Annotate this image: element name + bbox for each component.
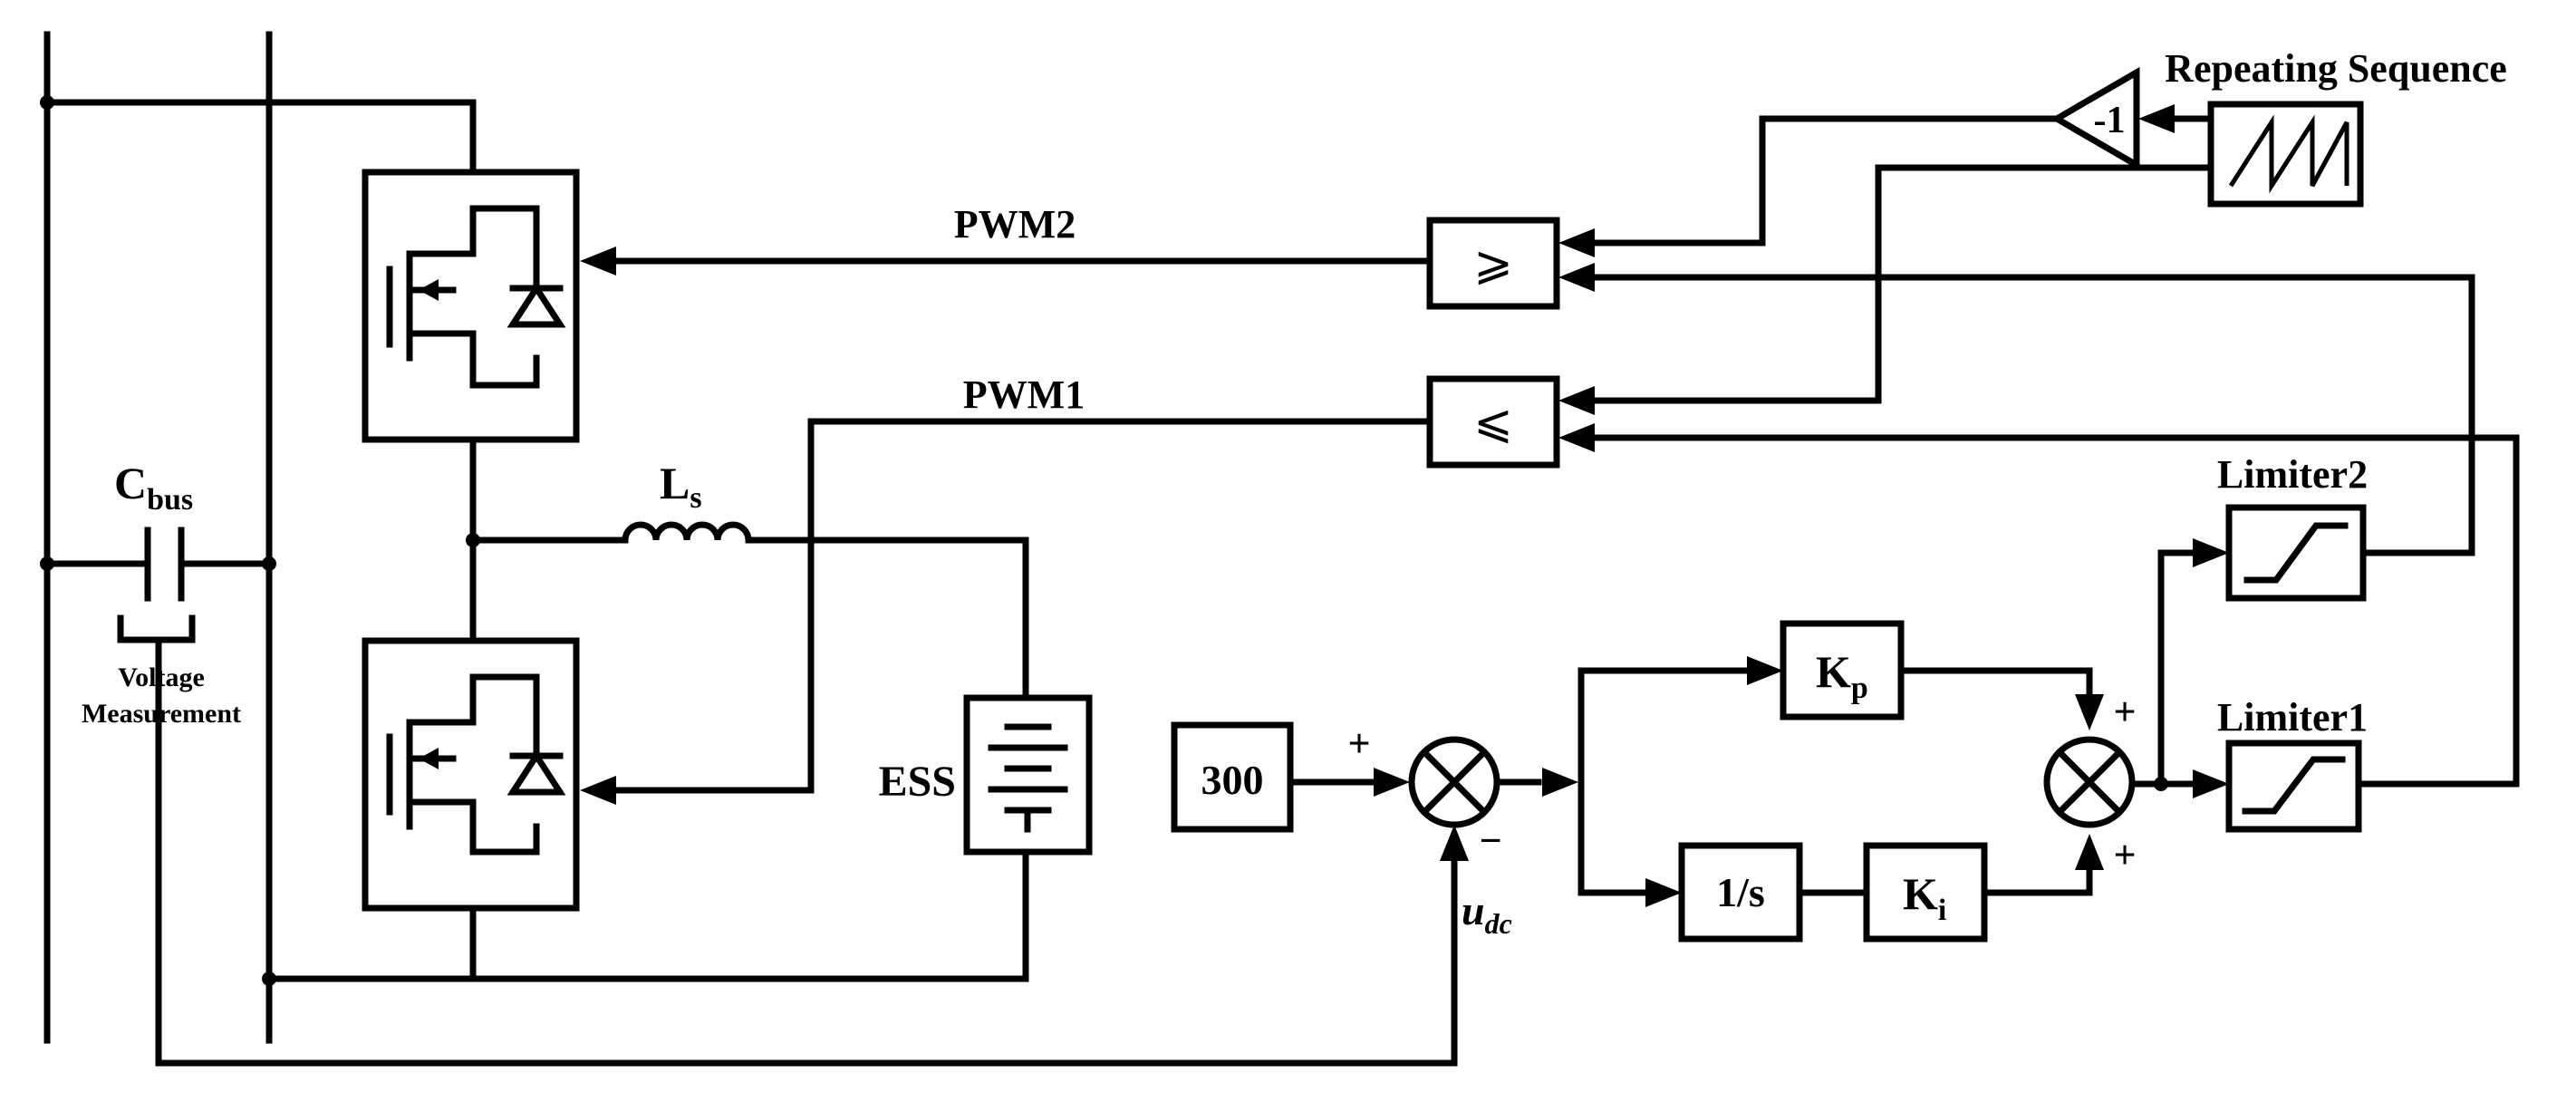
repeating-sequence-label: Repeating Sequence	[2165, 46, 2507, 91]
arrow-to-kp	[1747, 656, 1783, 685]
pwm1-label: PWM1	[963, 372, 1085, 417]
sum-error-icon	[1408, 736, 1500, 828]
voltage-measurement-label-2: Measurement	[82, 699, 241, 729]
udc-label: udc	[1462, 887, 1512, 940]
arrow-kp-to-sum	[2075, 694, 2104, 730]
comparator-ge-box	[1426, 217, 1560, 310]
wire-limiter2-out	[2357, 274, 2475, 556]
limiter2-label: Limiter2	[2217, 452, 2368, 497]
limiter1-label: Limiter1	[2217, 695, 2368, 740]
inductor-ls-icon	[622, 521, 752, 544]
gain-neg1-label: -1	[2094, 100, 2126, 141]
wire-seq-to-le	[1589, 164, 2214, 404]
arrow-pwm2	[580, 247, 616, 276]
upper-mosfet-icon	[386, 205, 540, 389]
wire-udc-feedback	[155, 856, 1458, 1067]
wire-gain-to-ge	[1589, 115, 2060, 247]
arrow-to-integrator	[1645, 878, 1682, 907]
arrow-limiter2-to-ge	[1558, 263, 1595, 292]
voltage-measurement-label-1: Voltage	[118, 662, 205, 692]
upper-diode-icon	[507, 282, 566, 328]
sawtooth-icon	[2228, 114, 2349, 194]
repeating-sequence-box	[2207, 101, 2364, 208]
wire-ess-return	[265, 848, 1029, 982]
arrow-ki-to-sum	[2075, 834, 2104, 870]
setpoint-value: 300	[1201, 757, 1264, 803]
sum-pi-icon	[2043, 736, 2136, 828]
wire-pwm1	[608, 418, 1433, 794]
voltage-measurement-bracket	[117, 614, 196, 643]
comparator-le-box	[1426, 375, 1560, 469]
plus-ki: +	[2113, 833, 2136, 877]
minus-udc: −	[1479, 818, 1501, 863]
lower-mosfet-icon	[386, 673, 540, 856]
arrow-pwm1	[580, 776, 616, 805]
arrow-gain-to-ge	[1558, 228, 1595, 257]
plus-setpoint: +	[1347, 721, 1370, 766]
arrow-seq-to-le	[1558, 386, 1595, 415]
node-cbus-right	[262, 556, 276, 571]
ki-box	[1863, 842, 1988, 943]
ls-label: Ls	[660, 458, 702, 515]
wire-ki-to-sum	[1981, 865, 2093, 896]
wire-inductor-to-ess	[745, 537, 1029, 701]
arrow-setpoint-to-sum	[1374, 768, 1410, 797]
node-cbus-left	[40, 556, 54, 571]
kp-label: Kp	[1816, 646, 1868, 705]
setpoint-box	[1171, 721, 1294, 833]
arrow-limiter1-to-le	[1558, 423, 1595, 452]
arrow-seq-to-gain	[2138, 104, 2175, 133]
wire-top-bus	[43, 99, 477, 176]
wire-limiter1-out	[2355, 434, 2520, 788]
arrow-to-limiter1	[2193, 769, 2229, 798]
arrow-to-limiter2	[2193, 538, 2229, 567]
battery-icon	[988, 723, 1068, 833]
comparator-le-symbol: ⩽	[1473, 395, 1513, 450]
pwm2-label: PWM2	[954, 202, 1076, 247]
comparator-ge-symbol: ⩾	[1473, 237, 1513, 291]
arrow-udc-feedback	[1440, 825, 1469, 861]
wire-to-limiter2	[2157, 549, 2199, 788]
plus-kp: +	[2113, 690, 2136, 734]
lower-diode-icon	[507, 749, 566, 796]
saturation-icon-2	[2243, 522, 2349, 584]
ess-label: ESS	[879, 758, 956, 806]
wire-kp-to-sum	[1897, 667, 2093, 700]
saturation-icon-1	[2242, 756, 2346, 815]
integrator-label: 1/s	[1716, 869, 1765, 915]
node-top-left	[40, 95, 54, 110]
gain-neg1-triangle	[2050, 66, 2140, 171]
ki-label: Ki	[1903, 868, 1946, 927]
cbus-label: Cbus	[114, 458, 193, 517]
arrow-sum-to-split	[1542, 768, 1578, 797]
node-bottom-right	[262, 972, 276, 986]
wire-split	[1577, 667, 1751, 896]
